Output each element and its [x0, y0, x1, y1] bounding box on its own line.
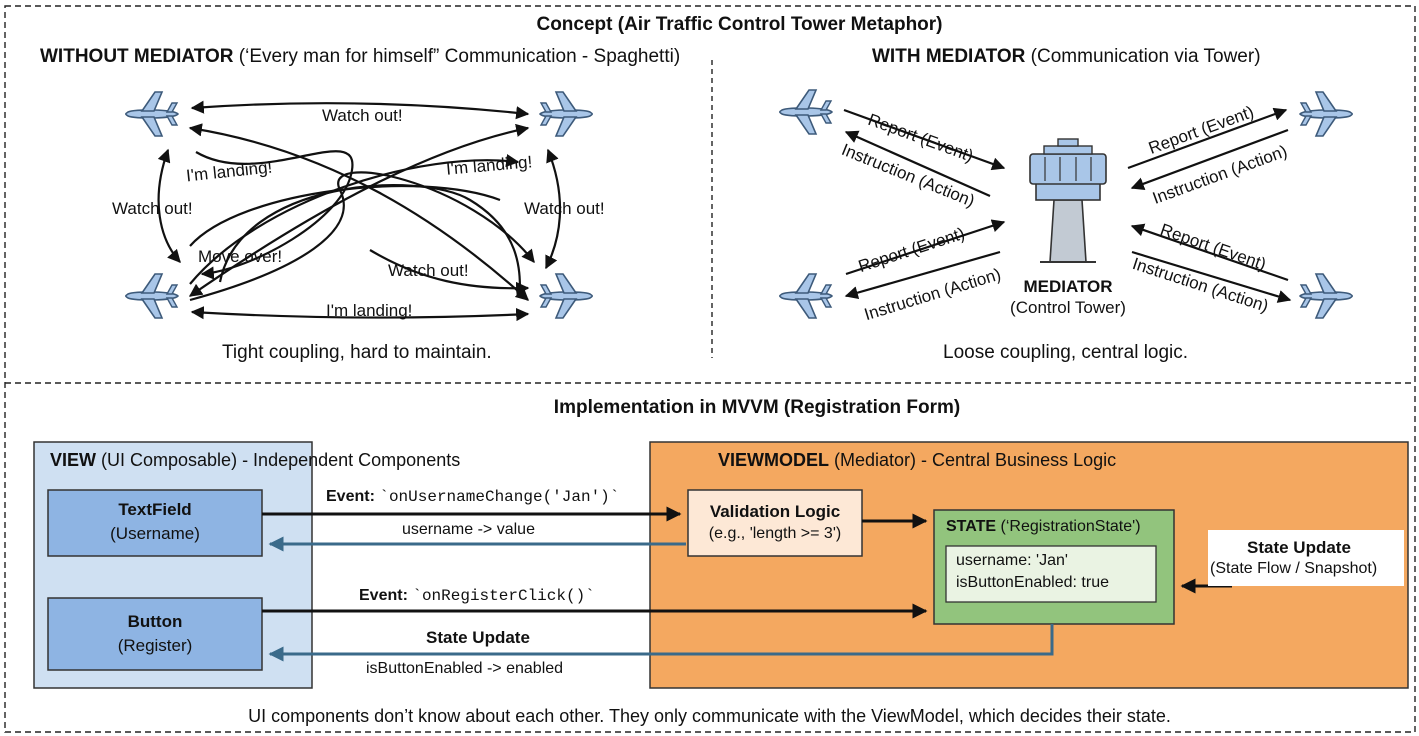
plane-icon	[124, 91, 179, 137]
state-username: username: 'Jan'	[956, 552, 1068, 569]
state-button-enabled: isButtonEnabled: true	[956, 574, 1109, 591]
mediator-network	[778, 89, 1354, 319]
control-tower-icon	[1029, 138, 1107, 263]
outer-frame	[4, 5, 1416, 733]
message-label: Watch out!	[322, 106, 403, 125]
implementation-title: Implementation in MVVM (Registration For…	[553, 397, 961, 418]
message-label: Move over!	[198, 247, 283, 266]
without-mediator-heading: WITHOUT MEDIATOR (‘Every man for himself…	[40, 46, 681, 67]
event-register-click: Event: `onRegisterClick()`	[359, 587, 595, 605]
plane-icon	[1299, 91, 1354, 137]
textfield-subtitle: (Username)	[110, 524, 200, 543]
external-state-update-subtitle: (State Flow / Snapshot)	[1210, 560, 1378, 577]
viewmodel-heading: VIEWMODEL (Mediator) - Central Business …	[718, 450, 1117, 470]
plane-icon	[539, 273, 594, 319]
footer-note: UI components don’t know about each othe…	[248, 706, 1171, 726]
concept-title: Concept (Air Traffic Control Tower Metap…	[536, 14, 943, 35]
message-label: I'm landing!	[326, 301, 413, 320]
button-subtitle: (Register)	[117, 636, 193, 655]
message-label: Watch out!	[112, 199, 193, 218]
plane-icon	[124, 273, 179, 319]
spaghetti-network	[124, 91, 594, 322]
external-state-update-title: State Update	[1247, 538, 1351, 557]
plane-icon	[539, 91, 594, 137]
state-values-box	[945, 545, 1157, 603]
control-tower-label: (Control Tower)	[1010, 298, 1126, 317]
state-update-label: State Update	[426, 628, 530, 647]
view-heading: VIEW (UI Composable) - Independent Compo…	[50, 450, 461, 470]
button-title: Button	[127, 612, 183, 631]
validation-box	[687, 489, 863, 557]
plane-icon	[778, 89, 833, 135]
with-caption: Loose coupling, central logic.	[943, 342, 1189, 363]
without-caption: Tight coupling, hard to maintain.	[222, 342, 492, 363]
textfield-box	[47, 489, 263, 557]
button-enabled-label: isButtonEnabled -> enabled	[366, 660, 564, 677]
with-mediator-heading: WITH MEDIATOR (Communication via Tower)	[872, 46, 1261, 67]
username-value-label: username -> value	[402, 521, 535, 538]
validation-subtitle: (e.g., 'length >= 3')	[708, 525, 842, 542]
message-label: Watch out!	[388, 261, 469, 280]
mediator-label: MEDIATOR	[1023, 277, 1113, 296]
button-box	[47, 597, 263, 671]
message-label: Watch out!	[524, 199, 605, 218]
state-title: STATE (‘RegistrationState')	[946, 518, 1141, 535]
event-username-change: Event: `onUsernameChange('Jan')`	[326, 488, 620, 506]
mvvm-arrows	[262, 506, 1232, 662]
validation-title: Validation Logic	[709, 502, 841, 521]
plane-icon	[1299, 273, 1354, 319]
textfield-title: TextField	[118, 500, 192, 519]
plane-icon	[778, 273, 833, 319]
external-label-bg	[1208, 530, 1404, 586]
